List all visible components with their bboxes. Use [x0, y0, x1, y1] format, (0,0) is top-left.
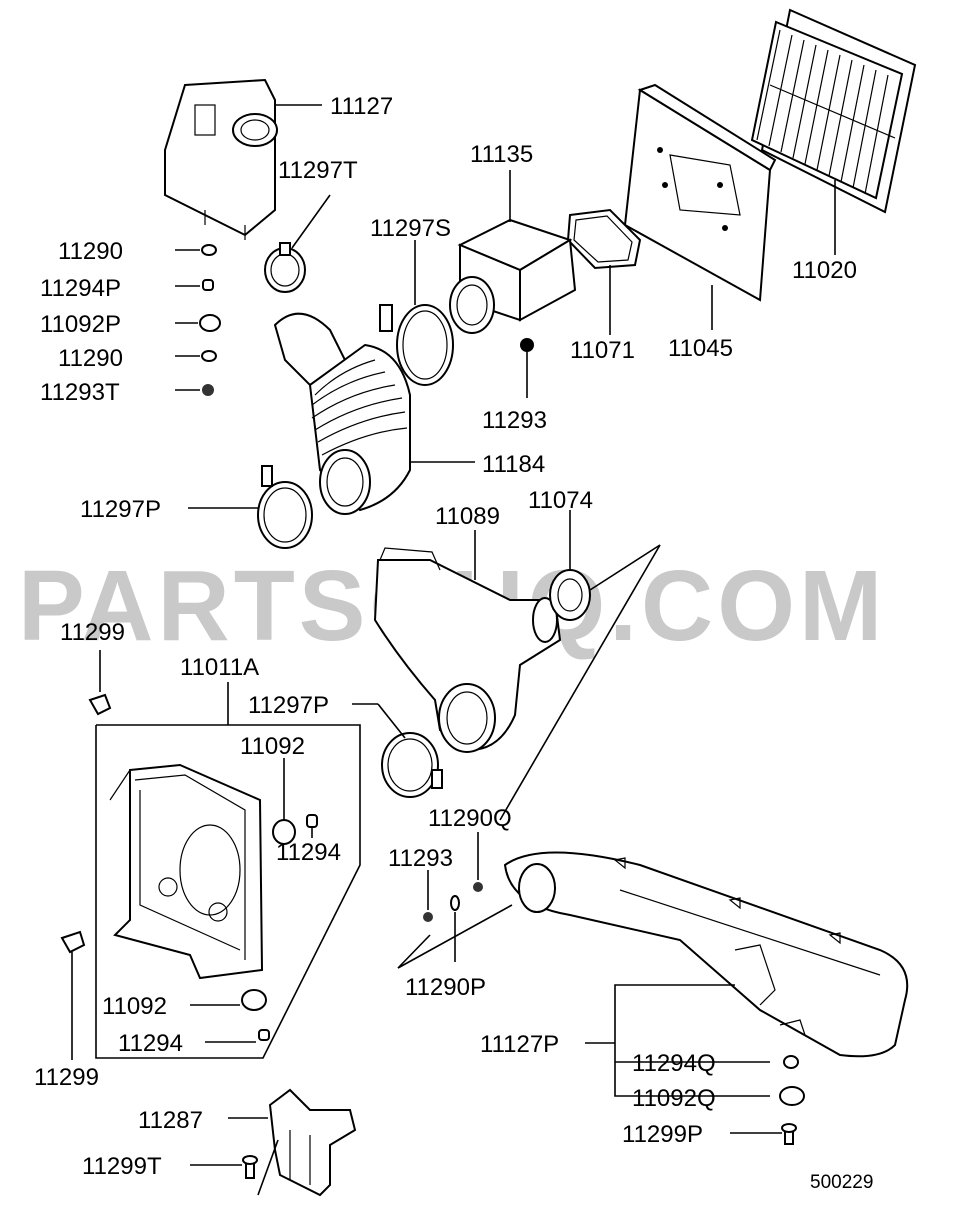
air-duct[interactable] — [373, 547, 562, 753]
label-11297s[interactable]: 11297S — [370, 215, 451, 242]
label-11092p[interactable]: 11092P — [40, 311, 121, 338]
grommet-11293-upper[interactable] — [520, 338, 534, 352]
washer-11290-b[interactable] — [201, 350, 217, 362]
label-11071[interactable]: 11071 — [570, 337, 635, 364]
label-11127p[interactable]: 11127P — [480, 1031, 559, 1058]
bracket-11011a[interactable] — [109, 763, 264, 980]
collar-11294-lower[interactable] — [258, 1029, 270, 1041]
label-11184[interactable]: 11184 — [482, 451, 545, 478]
label-11074[interactable]: 11074 — [528, 487, 593, 514]
label-11092-upper[interactable]: 11092 — [240, 733, 305, 760]
label-11293-lower[interactable]: 11293 — [388, 845, 453, 872]
label-11299t[interactable]: 11299T — [82, 1153, 162, 1180]
label-11297p-lower[interactable]: 11297P — [248, 692, 329, 719]
label-11092-lower[interactable]: 11092 — [102, 993, 167, 1020]
label-11290p[interactable]: 11290P — [405, 974, 486, 1001]
lower-intake-duct[interactable] — [503, 851, 909, 1058]
label-11092q[interactable]: 11092Q — [632, 1085, 716, 1112]
label-11127[interactable]: 11127 — [330, 93, 393, 120]
grommet-11092p[interactable] — [199, 314, 221, 332]
clamp-11297t[interactable] — [264, 242, 306, 293]
label-11294q[interactable]: 11294Q — [632, 1050, 716, 1077]
group-frame-11011a — [95, 724, 361, 1059]
clamp-11297p-upper[interactable] — [257, 465, 313, 549]
diagram-code: 500229 — [810, 1172, 873, 1193]
nut-11293t[interactable] — [202, 384, 214, 396]
grommet-11092-lower[interactable] — [241, 989, 267, 1011]
label-11287[interactable]: 11287 — [138, 1107, 203, 1134]
air-cleaner-cover[interactable] — [623, 83, 777, 302]
bolt-11299-upper[interactable] — [88, 693, 112, 716]
bolt-11299t[interactable] — [242, 1155, 258, 1179]
label-11294-upper[interactable]: 11294 — [276, 839, 341, 866]
bolt-11299p[interactable] — [781, 1123, 797, 1145]
label-11045[interactable]: 11045 — [668, 335, 733, 362]
nut-11290q[interactable] — [473, 882, 483, 892]
bolt-11299-lower[interactable] — [60, 930, 86, 954]
nut-11293-lower[interactable] — [423, 912, 433, 922]
air-filter-element[interactable] — [750, 8, 917, 214]
label-11294-lower[interactable]: 11294 — [118, 1030, 183, 1057]
collar-11294-upper[interactable] — [306, 814, 318, 828]
label-11011a[interactable]: 11011A — [180, 654, 259, 681]
clamp-11297s[interactable] — [379, 304, 454, 386]
grommet-11092q[interactable] — [779, 1086, 805, 1106]
intake-hose[interactable] — [273, 312, 411, 515]
label-11290-b[interactable]: 11290 — [58, 345, 123, 372]
label-11299-lower[interactable]: 11299 — [34, 1064, 99, 1091]
collar-11294q[interactable] — [783, 1055, 799, 1069]
label-11294p[interactable]: 11294P — [40, 275, 121, 302]
seal-11074[interactable] — [549, 569, 591, 621]
clamp-11297p-lower[interactable] — [381, 732, 443, 798]
washer-11290p[interactable] — [450, 895, 460, 911]
resonator[interactable] — [164, 78, 278, 240]
label-11293t[interactable]: 11293T — [40, 379, 120, 406]
label-11299-upper[interactable]: 11299 — [60, 619, 125, 646]
label-11290-a[interactable]: 11290 — [58, 238, 123, 265]
air-flow-sensor[interactable] — [449, 218, 577, 334]
label-11020[interactable]: 11020 — [792, 257, 857, 284]
bracket-11287[interactable] — [268, 1088, 357, 1197]
collar-11294p[interactable] — [202, 279, 214, 291]
label-11135[interactable]: 11135 — [470, 141, 533, 168]
label-11299p[interactable]: 11299P — [622, 1121, 703, 1148]
label-11297p-upper[interactable]: 11297P — [80, 496, 161, 523]
label-11290q[interactable]: 11290Q — [428, 805, 512, 832]
label-11089[interactable]: 11089 — [435, 503, 500, 530]
label-11293-upper[interactable]: 11293 — [482, 407, 547, 434]
label-11297t[interactable]: 11297T — [278, 157, 358, 184]
washer-11290-a[interactable] — [201, 244, 217, 256]
